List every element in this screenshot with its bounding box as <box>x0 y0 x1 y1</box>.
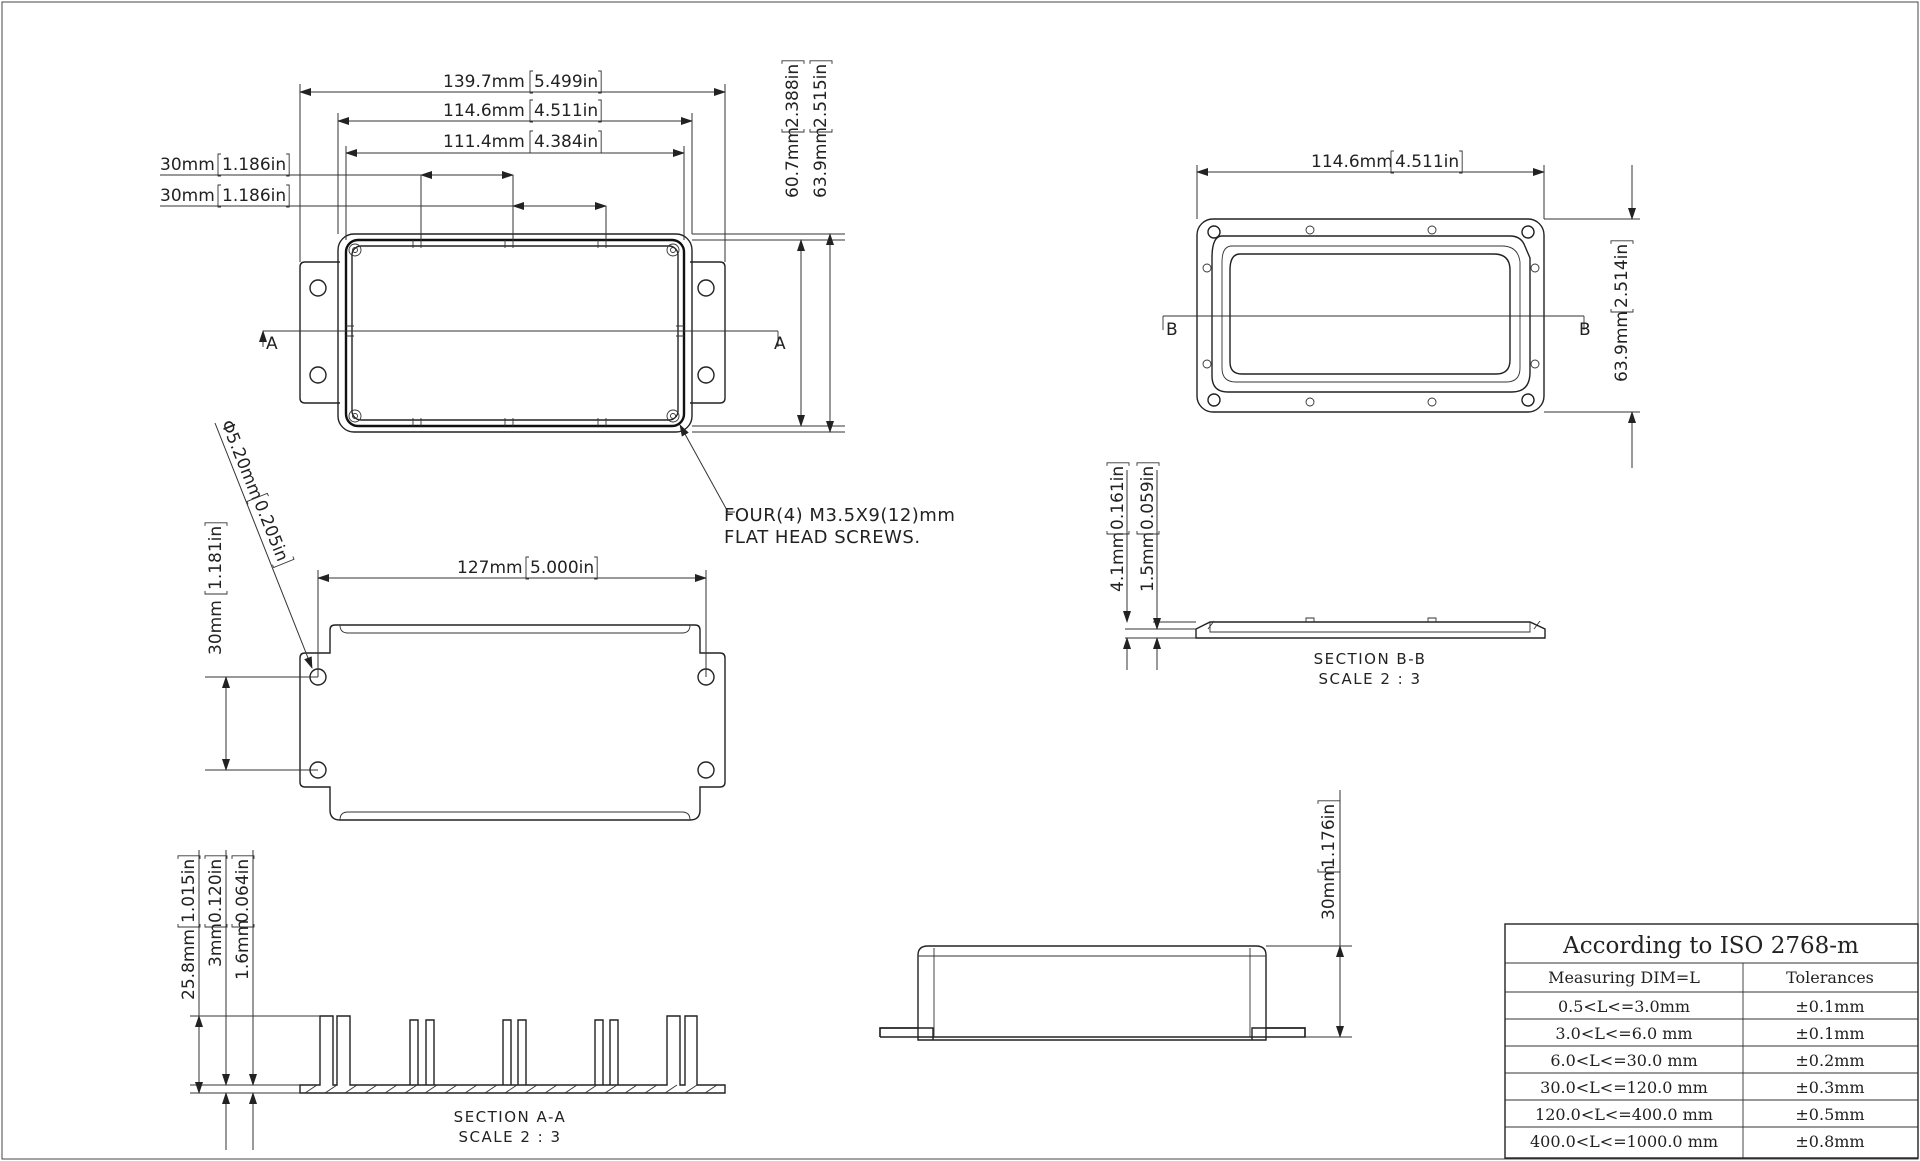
inch-bracket <box>1390 150 1463 174</box>
tolerance-row-value: ±0.3mm <box>1795 1078 1864 1097</box>
inch-bracket <box>217 184 290 208</box>
dim-rib-spacing-2-mm: 30mm <box>160 186 215 206</box>
section-b-b-view <box>1123 470 1546 670</box>
dim-height-60-7-in: 2.388in <box>783 64 803 128</box>
inch-bracket <box>246 492 295 569</box>
inch-bracket <box>1610 240 1634 313</box>
tolerance-table <box>1504 923 1919 1159</box>
tolerance-row-range: 400.0<L<=1000.0 mm <box>1530 1132 1718 1151</box>
dim-lid-thickness-in: 0.161in <box>1108 466 1128 530</box>
inch-bracket <box>781 60 805 133</box>
dim-inner-width-in: 4.511in <box>534 101 598 121</box>
tolerance-row-range: 0.5<L<=3.0mm <box>1558 997 1690 1016</box>
lid-top-view <box>1162 165 1640 468</box>
inch-bracket <box>231 855 255 928</box>
dim-rib-spacing-1-in: 1.186in <box>222 155 286 175</box>
tolerance-header-dim: Measuring DIM=L <box>1548 968 1700 987</box>
inch-bracket <box>1106 462 1130 535</box>
dim-flange-height-in: 1.181in <box>206 526 226 590</box>
dim-wall-1-6-mm: 1.6mm <box>233 920 253 980</box>
section-b-marker-right: B <box>1579 320 1591 340</box>
dim-flange-pitch-mm: 127mm <box>457 558 523 578</box>
inch-bracket <box>529 70 602 94</box>
section-a-a-view <box>190 850 726 1150</box>
tolerance-table-title: According to ISO 2768-m <box>1562 933 1859 959</box>
tolerance-header-tol: Tolerances <box>1786 968 1874 987</box>
dim-height-63-9-in: 2.515in <box>811 64 831 128</box>
bottom-flange-view <box>205 422 726 821</box>
inch-bracket <box>1317 800 1341 873</box>
dim-lid-height-mm: 63.9mm <box>1612 311 1632 382</box>
inch-bracket <box>525 556 598 580</box>
dim-overall-width-in: 5.499in <box>534 72 598 92</box>
dim-wall-3mm-in: 0.120in <box>206 859 226 923</box>
dim-box-height-mm: 25.8mm <box>179 929 199 1000</box>
screw-note-line1: FOUR(4) M3.5X9(12)mm <box>724 505 955 526</box>
dim-side-height-in: 1.176in <box>1319 804 1339 868</box>
dim-lid-thickness-mm: 4.1mm <box>1108 532 1128 592</box>
tolerance-row-range: 3.0<L<=6.0 mm <box>1555 1024 1692 1043</box>
section-a-a-title: SECTION A-A <box>454 1108 567 1126</box>
inch-bracket <box>529 130 602 154</box>
dim-lid-height-in: 2.514in <box>1612 244 1632 308</box>
dim-cavity-width-in: 4.384in <box>534 132 598 152</box>
dim-box-height-in: 1.015in <box>179 859 199 923</box>
dim-rib-spacing-2-in: 1.186in <box>222 186 286 206</box>
dim-wall-1-6-in: 0.064in <box>233 859 253 923</box>
inch-bracket <box>217 153 290 177</box>
inch-bracket <box>204 855 228 928</box>
inch-bracket <box>529 99 602 123</box>
section-a-a-scale: SCALE 2 : 3 <box>458 1128 561 1146</box>
dim-cavity-width-mm: 111.4mm <box>443 132 525 152</box>
dim-side-height-mm: 30mm <box>1319 865 1339 920</box>
tolerance-row-value: ±0.5mm <box>1795 1105 1864 1124</box>
tolerance-row-value: ±0.1mm <box>1795 1024 1864 1043</box>
dim-lid-width-mm: 114.6mm <box>1311 152 1393 172</box>
dim-rib-spacing-1-mm: 30mm <box>160 155 215 175</box>
tolerance-row-value: ±0.8mm <box>1795 1132 1864 1151</box>
tolerance-row-range: 6.0<L<=30.0 mm <box>1550 1051 1697 1070</box>
side-view <box>879 790 1352 1041</box>
dim-height-60-7-mm: 60.7mm <box>783 127 803 198</box>
dim-height-63-9-mm: 63.9mm <box>811 127 831 198</box>
screw-note-line2: FLAT HEAD SCREWS. <box>724 527 921 548</box>
inch-bracket <box>809 60 833 133</box>
dim-lid-width-in: 4.511in <box>1395 152 1459 172</box>
dim-flange-height-mm: 30mm <box>206 600 226 655</box>
inch-bracket <box>1136 462 1160 535</box>
inch-bracket <box>204 522 228 595</box>
section-b-b-title: SECTION B-B <box>1314 650 1427 668</box>
tolerance-row-range: 30.0<L<=120.0 mm <box>1540 1078 1708 1097</box>
section-b-marker-left: B <box>1166 320 1178 340</box>
dim-hole-diameter-in: 0.205in <box>249 497 292 564</box>
tolerance-row-range: 120.0<L<=400.0 mm <box>1535 1105 1713 1124</box>
section-a-marker-right: A <box>774 334 786 354</box>
dim-overall-width-mm: 139.7mm <box>443 72 525 92</box>
section-a-marker-left: A <box>266 334 278 354</box>
tolerance-row-value: ±0.2mm <box>1795 1051 1864 1070</box>
dim-wall-3mm-mm: 3mm <box>206 923 226 967</box>
dim-lid-lip-mm: 1.5mm <box>1138 532 1158 592</box>
section-b-b-scale: SCALE 2 : 3 <box>1318 670 1421 688</box>
screw-leader-line <box>679 424 735 513</box>
dim-inner-width-mm: 114.6mm <box>443 101 525 121</box>
dim-lid-lip-in: 0.059in <box>1138 466 1158 530</box>
top-view-dimensions <box>160 84 845 433</box>
top-view-enclosure <box>259 233 779 433</box>
inch-bracket <box>177 855 201 928</box>
dim-flange-pitch-in: 5.000in <box>530 558 594 578</box>
tolerance-row-value: ±0.1mm <box>1795 997 1864 1016</box>
